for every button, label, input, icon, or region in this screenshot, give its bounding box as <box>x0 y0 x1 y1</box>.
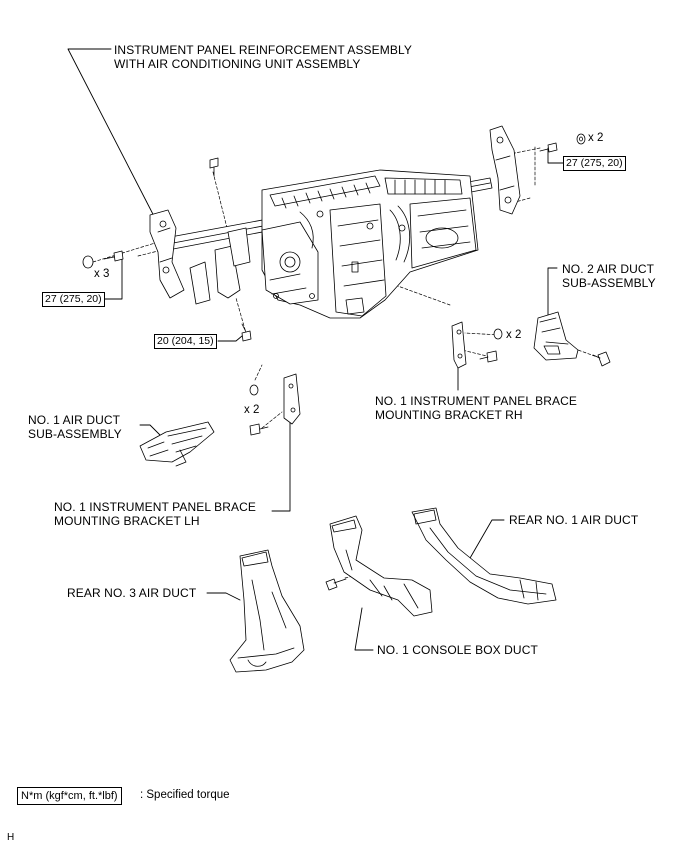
label-brace-rh-line1: NO. 1 INSTRUMENT PANEL BRACE <box>375 394 577 408</box>
qty-left: x 3 <box>94 268 110 280</box>
torque-box-center: 20 (204, 15) <box>154 334 217 349</box>
console-box-duct-part <box>329 515 433 617</box>
label-no1-console-box-duct: NO. 1 CONSOLE BOX DUCT <box>377 643 538 657</box>
label-rear-no1-air-duct: REAR NO. 1 AIR DUCT <box>509 513 639 527</box>
label-no2-air-duct-line1: NO. 2 AIR DUCT <box>562 262 655 276</box>
qty-rh-bracket: x 2 <box>506 329 522 341</box>
torque-box-right: 27 (275, 20) <box>563 156 626 171</box>
no1-air-duct-part <box>139 421 215 467</box>
no2-air-duct-part <box>533 311 579 361</box>
label-brace-lh-line2: MOUNTING BRACKET LH <box>54 514 200 528</box>
leader-torque-center <box>217 335 243 342</box>
leader-rear-no3 <box>206 592 241 601</box>
label-no1-air-duct-line1: NO. 1 AIR DUCT <box>28 413 121 427</box>
label-brace-lh-line1: NO. 1 INSTRUMENT PANEL BRACE <box>54 500 256 514</box>
leader-rear-no1 <box>461 519 505 573</box>
rear-no3-air-duct-part <box>229 549 305 673</box>
leader-no2-air-duct <box>547 267 558 318</box>
corner-code: H <box>7 832 15 843</box>
label-ip-reinforcement-line2: WITH AIR CONDITIONING UNIT ASSEMBLY <box>114 57 361 71</box>
legend-unit-box: N*m (kgf*cm, ft.*lbf) <box>17 787 122 805</box>
leader-ip-reinforcement <box>67 48 159 225</box>
brace-lh-part <box>283 373 301 425</box>
label-no2-air-duct-line2: SUB-ASSEMBLY <box>562 276 656 290</box>
label-brace-rh-line2: MOUNTING BRACKET RH <box>375 408 523 422</box>
label-no1-air-duct-line2: SUB-ASSEMBLY <box>28 427 122 441</box>
torque-box-left: 27 (275, 20) <box>42 292 105 307</box>
label-rear-no3-air-duct: REAR NO. 3 AIR DUCT <box>67 586 197 600</box>
qty-lh-bracket: x 2 <box>244 404 260 416</box>
leader-console-duct <box>354 607 374 651</box>
brace-rh-part <box>451 321 467 369</box>
leader-brace-lh <box>271 422 291 512</box>
fasteners <box>82 133 611 591</box>
label-ip-reinforcement-line1: INSTRUMENT PANEL REINFORCEMENT ASSEMBLY <box>114 43 412 57</box>
ip-reinforcement-assembly <box>149 125 521 319</box>
rear-no1-air-duct-part <box>411 507 557 605</box>
qty-right-top: x 2 <box>588 132 604 144</box>
legend-description: : Specified torque <box>140 789 230 801</box>
leader-torque-right <box>547 147 567 164</box>
leader-no1-air-duct <box>139 424 161 436</box>
